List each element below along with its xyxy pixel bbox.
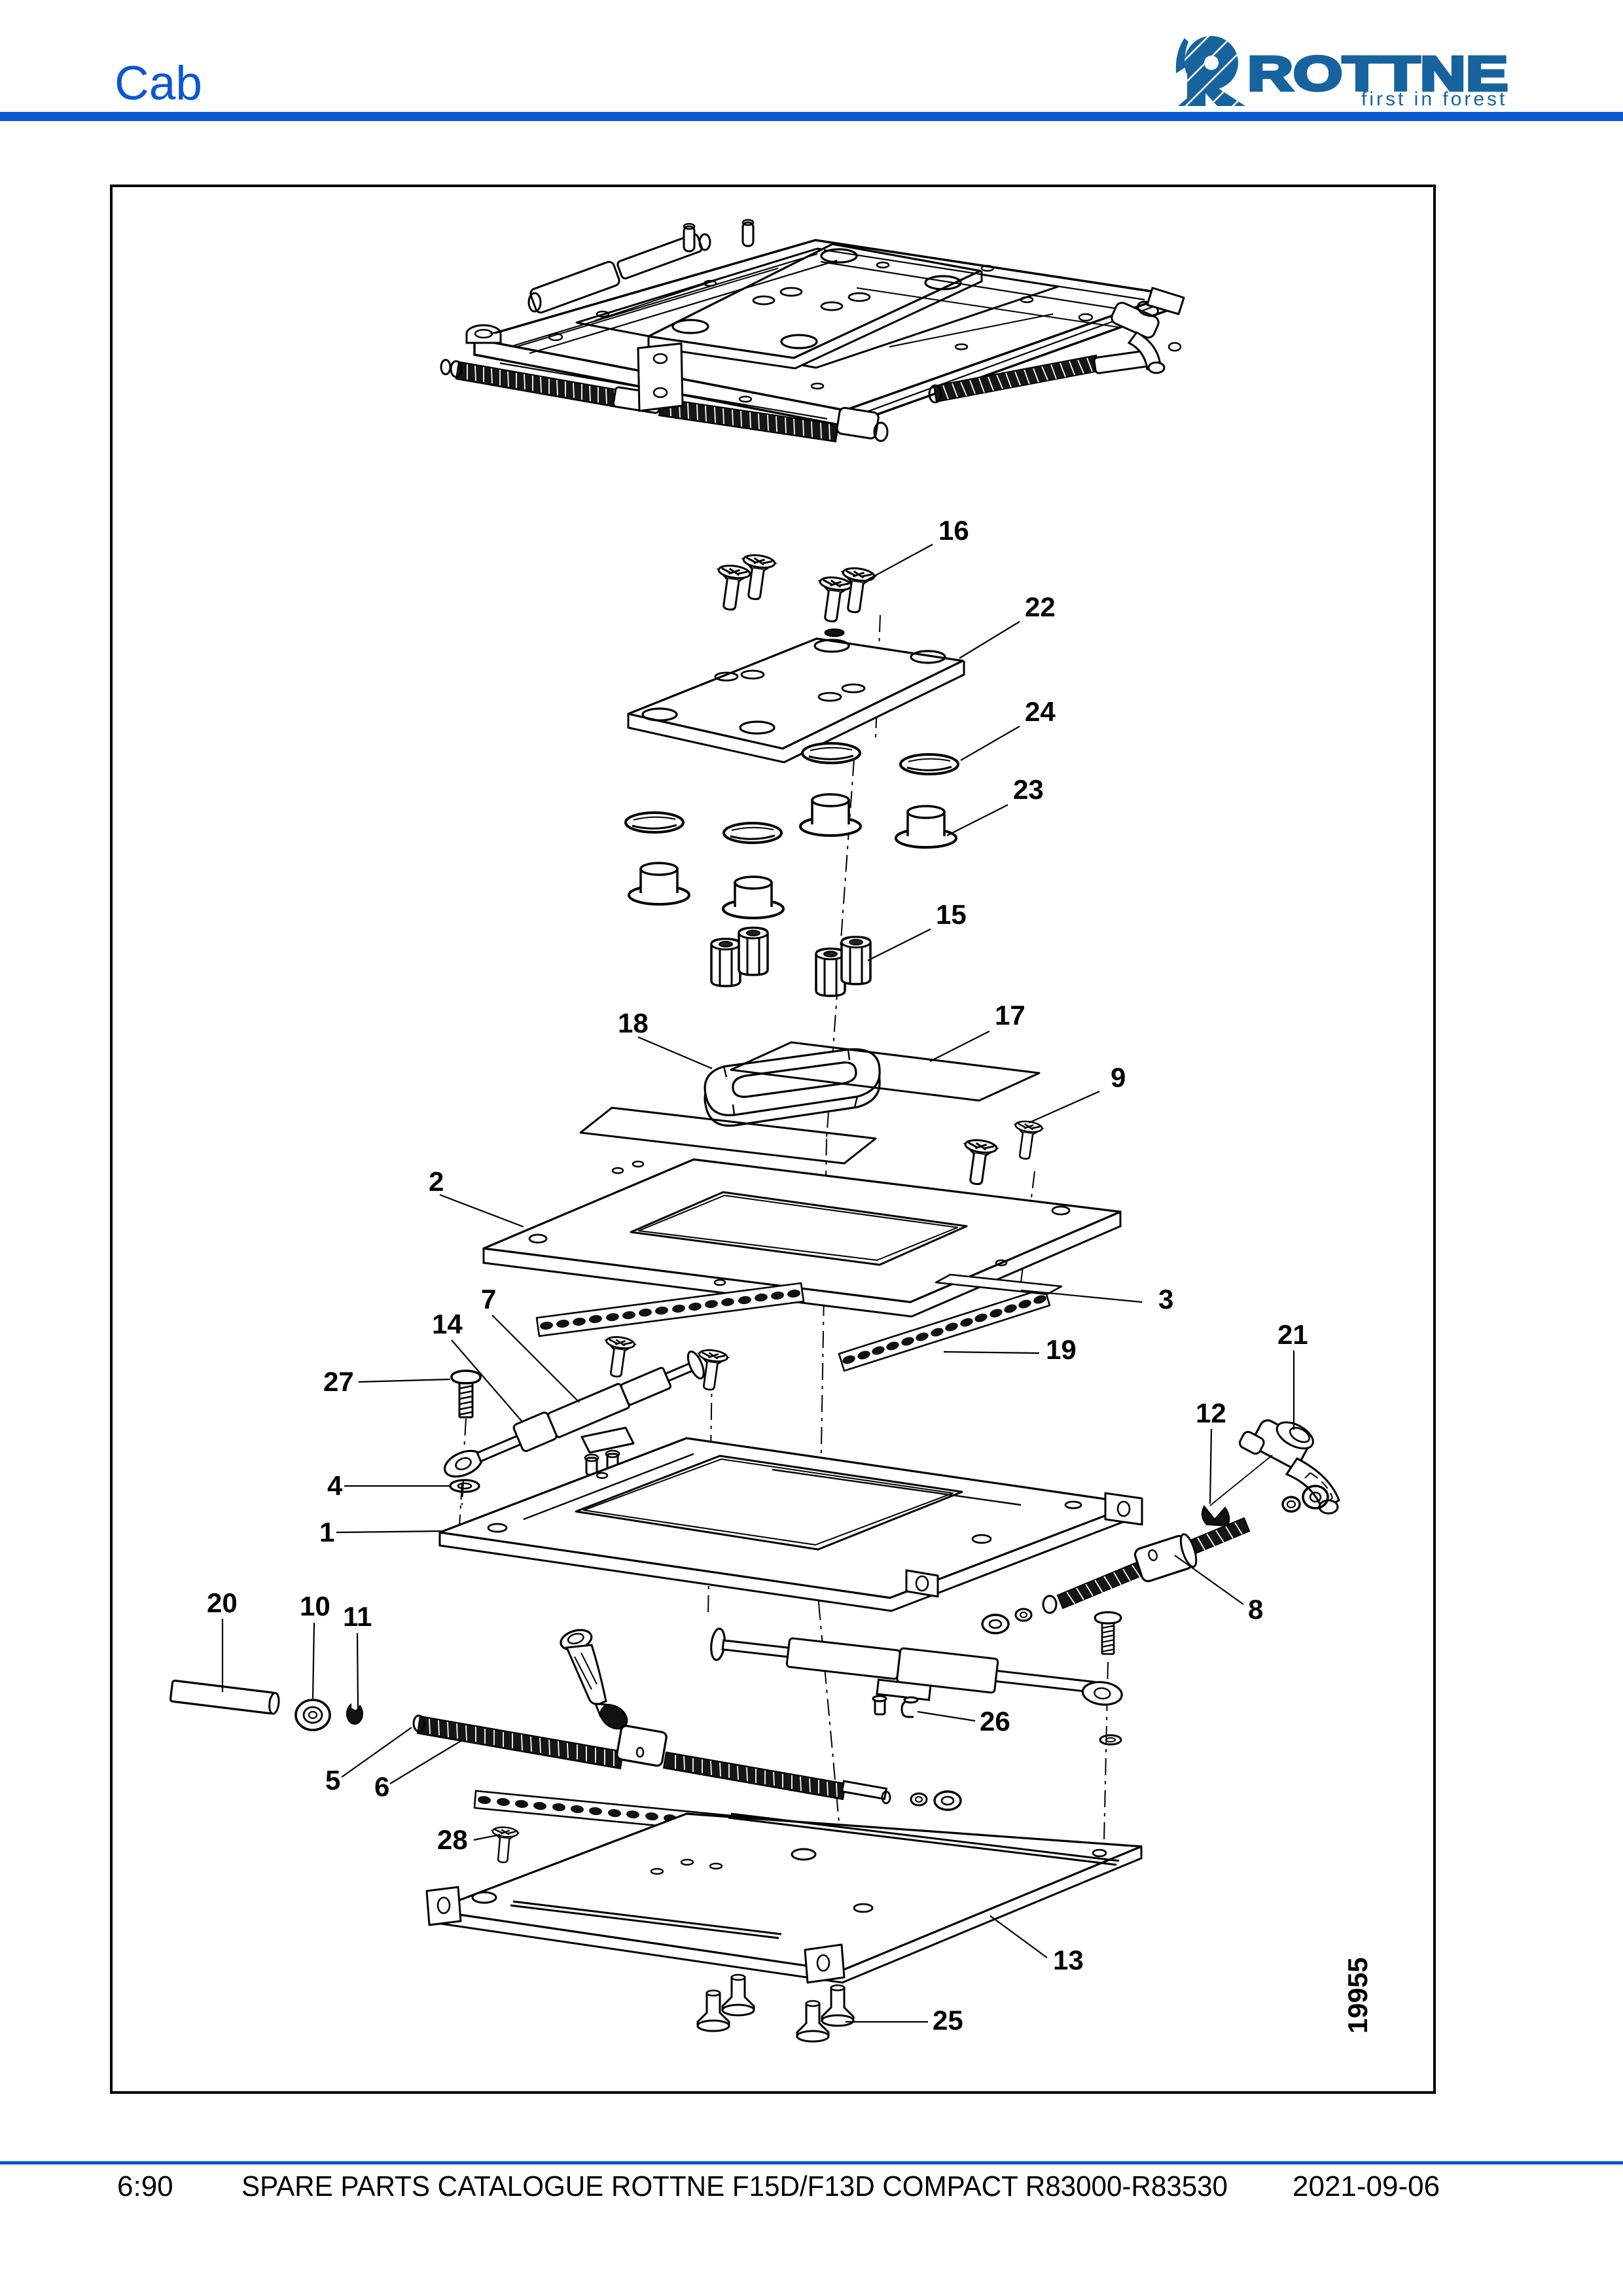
svg-text:10: 10 [300, 1591, 330, 1621]
svg-text:20: 20 [207, 1587, 238, 1618]
svg-text:15: 15 [936, 899, 967, 930]
svg-text:first in forest: first in forest [1361, 88, 1507, 110]
svg-text:21: 21 [1277, 1319, 1308, 1350]
svg-text:8: 8 [1248, 1594, 1263, 1625]
svg-text:3: 3 [1158, 1284, 1173, 1315]
svg-text:2: 2 [429, 1166, 444, 1197]
svg-text:ROTTNE: ROTTNE [1247, 47, 1508, 101]
svg-text:19: 19 [1046, 1334, 1077, 1365]
svg-text:17: 17 [995, 1000, 1026, 1031]
svg-text:12: 12 [1196, 1398, 1226, 1428]
svg-text:24: 24 [1025, 696, 1056, 727]
svg-text:23: 23 [1013, 774, 1044, 805]
svg-text:14: 14 [432, 1309, 463, 1339]
svg-text:16: 16 [938, 515, 969, 546]
svg-text:27: 27 [323, 1366, 354, 1397]
svg-text:28: 28 [437, 1824, 468, 1855]
svg-text:7: 7 [481, 1284, 496, 1315]
svg-text:4: 4 [327, 1470, 343, 1501]
svg-text:11: 11 [343, 1601, 372, 1632]
svg-text:1: 1 [319, 1517, 334, 1547]
svg-text:19955: 19955 [1342, 1957, 1373, 2034]
svg-text:22: 22 [1025, 592, 1056, 622]
svg-text:26: 26 [980, 1706, 1010, 1737]
svg-text:6: 6 [374, 1771, 389, 1802]
svg-text:5: 5 [325, 1765, 340, 1795]
svg-text:18: 18 [618, 1008, 649, 1038]
svg-text:13: 13 [1053, 1945, 1084, 1975]
svg-text:25: 25 [933, 2005, 963, 2036]
svg-text:9: 9 [1111, 1062, 1126, 1093]
